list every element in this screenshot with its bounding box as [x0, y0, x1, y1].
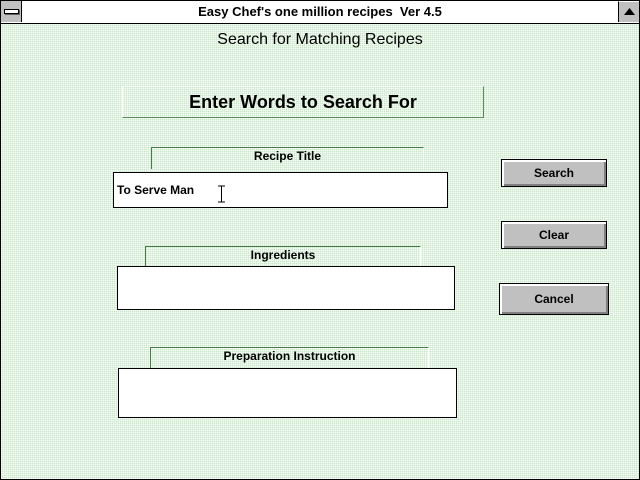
preparation-input[interactable]: [118, 368, 457, 418]
preparation-label: Preparation Instruction: [150, 347, 429, 369]
title-bar[interactable]: Easy Chef's one million recipes Ver 4.5: [1, 1, 639, 24]
recipe-title-input[interactable]: [113, 172, 448, 208]
search-heading-box: Enter Words to Search For: [122, 86, 484, 118]
ingredients-label: Ingredients: [145, 246, 421, 268]
system-menu-icon[interactable]: [1, 1, 22, 22]
search-heading: Enter Words to Search For: [189, 91, 417, 112]
window-title: Easy Chef's one million recipes Ver 4.5: [198, 4, 442, 19]
page-subtitle: Search for Matching Recipes: [217, 31, 423, 48]
cancel-button[interactable]: Cancel: [499, 283, 609, 315]
ingredients-input[interactable]: [117, 266, 455, 310]
clear-button[interactable]: Clear: [501, 221, 607, 249]
recipe-title-label: Recipe Title: [151, 147, 424, 169]
maximize-arrow-icon[interactable]: [618, 1, 639, 22]
search-button[interactable]: Search: [501, 159, 607, 187]
text-cursor-icon: [218, 185, 225, 203]
